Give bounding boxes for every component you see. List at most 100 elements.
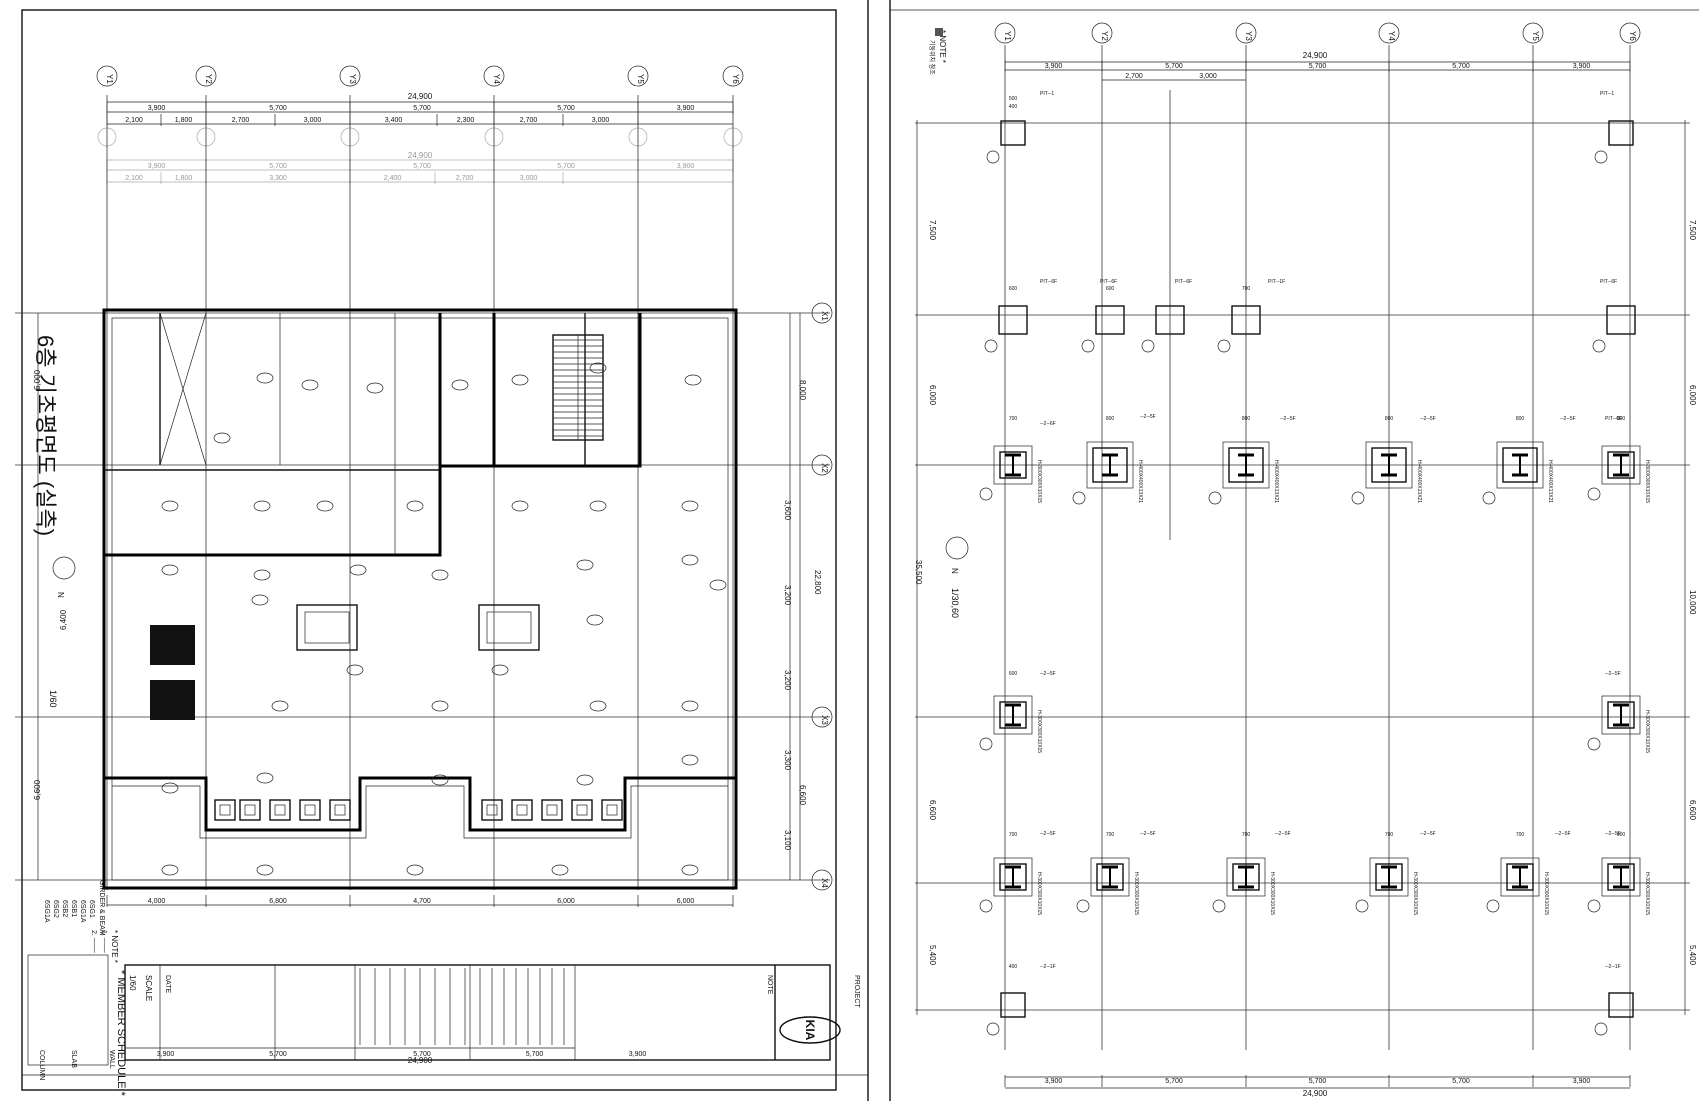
grid-label-x4: X4 xyxy=(820,878,829,888)
column-box-19 xyxy=(1506,863,1534,891)
column-tag-icon xyxy=(1212,899,1226,913)
plate-dim-6: 800 xyxy=(1106,416,1115,422)
column-section-label-17: H-300X300X10X15 xyxy=(1269,872,1275,915)
marker-13 xyxy=(589,500,607,512)
left-bottom-dim-3: 6,000 xyxy=(557,898,575,905)
left-faint-sub-dim-5: 3,000 xyxy=(520,175,538,182)
north-label: N xyxy=(56,592,65,598)
column-level-label-8: ─2─5F xyxy=(1139,414,1156,420)
titleblock-bottom-dim-4: 3,900 xyxy=(629,1051,647,1058)
column-section-label-13: H-300X300X10X15 xyxy=(1036,710,1042,753)
left-faint-bay-dim-4: 3,900 xyxy=(677,163,695,170)
girder-beam-label: GIRDER & BEAM xyxy=(98,880,105,936)
column-section-label-19: H-300X300X10X15 xyxy=(1543,872,1549,915)
titleblock-date-label: DATE xyxy=(164,975,171,993)
plate-dim-18: 400 xyxy=(1009,964,1018,970)
column-plate-9 xyxy=(1222,441,1270,489)
marker-14 xyxy=(681,500,699,512)
right-grid-bubble-y4 xyxy=(1378,22,1400,44)
right-grid-bubble-y2 xyxy=(1091,22,1113,44)
left-vdim-2: 6,400 xyxy=(59,609,68,630)
plan-outer-wall xyxy=(102,308,738,890)
left-faint-sub-dim-2: 3,300 xyxy=(269,175,287,182)
member-schedule: * NOTE * 1. ─── 2. ─── * MEMBER SCHEDULE… xyxy=(27,880,127,1097)
column-box-18 xyxy=(1375,863,1403,891)
left-sub-dim-2: 2,700 xyxy=(232,117,250,124)
column-tag-icon xyxy=(1351,491,1365,505)
left-bottom-dim-4: 6,000 xyxy=(677,898,695,905)
bottom-box-2 xyxy=(269,799,291,821)
left-grid-lines xyxy=(15,95,830,890)
right-north-arrow-icon xyxy=(945,536,969,560)
column-plate-19 xyxy=(1500,857,1540,897)
left-sub-dim-7: 3,000 xyxy=(592,117,610,124)
right-bottom-dim-3: 5,700 xyxy=(1452,1078,1470,1085)
column-level-label-20: ─2─5F xyxy=(1604,831,1621,837)
column-level-label-4: PIT─6F xyxy=(1175,279,1192,285)
marker-39 xyxy=(346,664,364,676)
column-tag-icon xyxy=(1355,899,1369,913)
bottom-box-0 xyxy=(214,799,236,821)
grid-label-x2: X2 xyxy=(820,463,829,473)
right-grid-lines xyxy=(915,45,1690,1050)
plate-dim-12: 700 xyxy=(1009,832,1018,838)
column-section-label-15: H-300X300X10X15 xyxy=(1036,872,1042,915)
left-bay-dim-0: 3,900 xyxy=(148,105,166,112)
titleblock-bottom-dim-2: 5,700 xyxy=(413,1051,431,1058)
right-vdim-3: 10,000 xyxy=(1688,590,1697,615)
column-plate-15 xyxy=(993,857,1033,897)
marker-31 xyxy=(576,774,594,786)
bottom-box-6 xyxy=(511,799,533,821)
marker-6 xyxy=(589,362,607,374)
marker-25 xyxy=(431,700,449,712)
column-tag-icon xyxy=(986,1022,1000,1036)
marker-11 xyxy=(406,500,424,512)
right-bottom-dim-4: 3,900 xyxy=(1573,1078,1591,1085)
member-code-1: 6SG1A xyxy=(79,900,86,923)
member-code-3: 6SB2 xyxy=(61,900,68,917)
right-grid-label-y2: Y2 xyxy=(1100,31,1109,41)
left-sub-dim-0: 2,100 xyxy=(125,117,143,124)
right-note-title: * NOTE * xyxy=(938,30,947,63)
marker-24 xyxy=(271,700,289,712)
column-tag-icon xyxy=(1217,339,1231,353)
left-sub-dim-4: 3,400 xyxy=(385,117,403,124)
column-plate-8 xyxy=(1086,441,1134,489)
column-box-16 xyxy=(1096,863,1124,891)
bottom-boxes xyxy=(214,799,623,821)
note-title: * NOTE * xyxy=(110,930,119,963)
bottom-box-inner xyxy=(274,804,286,816)
grid-label-y4: Y4 xyxy=(492,74,501,84)
bottom-box-5 xyxy=(481,799,503,821)
plate-dim-15: 700 xyxy=(1385,832,1394,838)
marker-34 xyxy=(256,864,274,876)
plan-markers xyxy=(161,362,727,876)
right-bottom-dim-2: 5,700 xyxy=(1309,1078,1327,1085)
plate-dim-0: 500 xyxy=(1009,96,1018,102)
marker-23 xyxy=(709,579,727,591)
right-vdim-4b: 6,600 xyxy=(1688,800,1697,821)
opening-1 xyxy=(296,604,358,651)
column-level-label-16: ─2─5F xyxy=(1139,831,1156,837)
left-title-block-text: 6층 기초평면도 (실측) N 1/60 xyxy=(33,335,76,708)
column-tag-icon xyxy=(1587,487,1601,501)
column-tag-icon xyxy=(1594,1022,1608,1036)
column-box-21 xyxy=(1000,992,1026,1018)
right-vdim-total: 35,500 xyxy=(914,560,923,585)
column-tag-icon xyxy=(1141,339,1155,353)
right-bottom-dim-1: 5,700 xyxy=(1165,1078,1183,1085)
column-level-label-6: PIT─6F xyxy=(1600,279,1617,285)
right-grid-label-y5: Y5 xyxy=(1531,31,1540,41)
member-code-4: 6SG2 xyxy=(52,900,59,918)
column-box-17 xyxy=(1232,863,1260,891)
column-tag-icon xyxy=(1081,339,1095,353)
bottom-box-inner xyxy=(304,804,316,816)
bottom-box-4 xyxy=(329,799,351,821)
column-tag-icon xyxy=(1072,491,1086,505)
column-plate-16 xyxy=(1090,857,1130,897)
column-plate-17 xyxy=(1226,857,1266,897)
right-vdim-2b: 6,000 xyxy=(1688,385,1697,406)
